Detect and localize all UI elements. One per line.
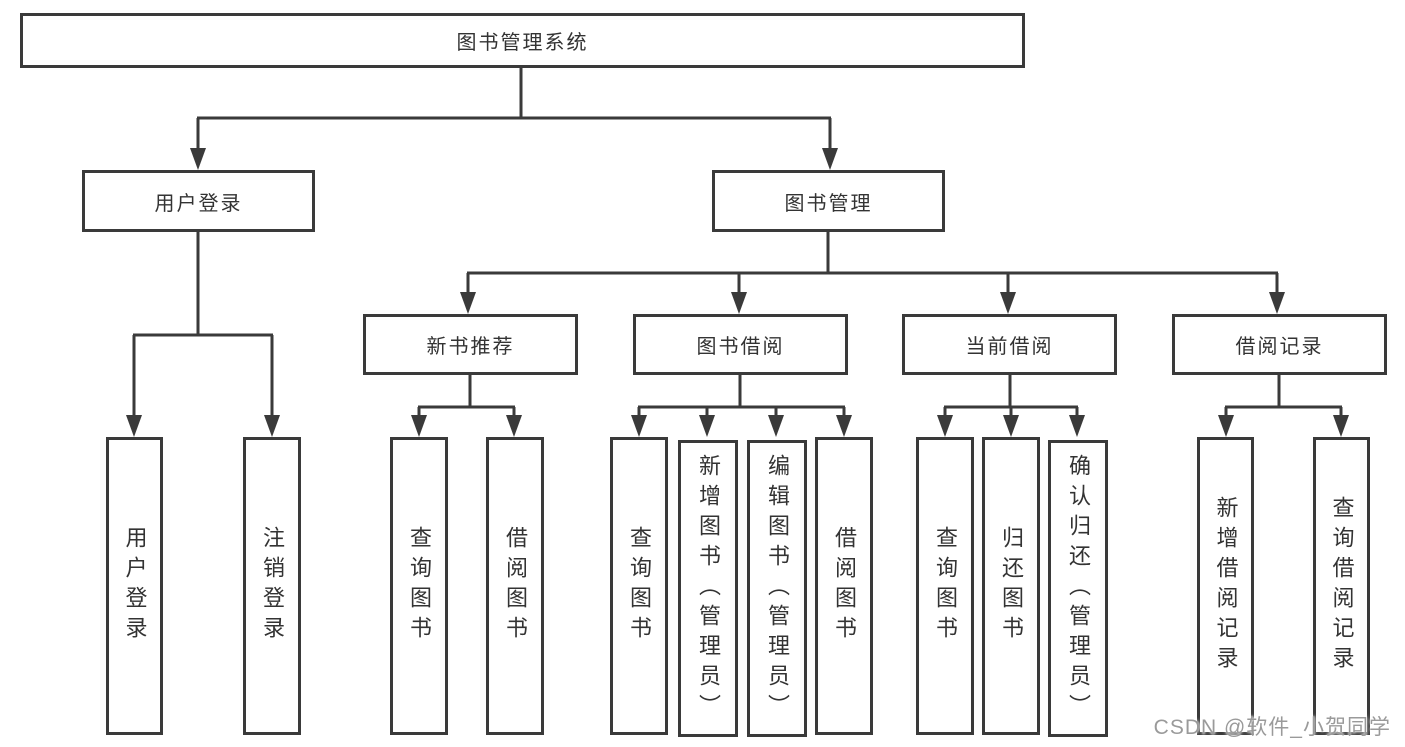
node-label: 编辑图书（管理员） bbox=[765, 453, 790, 724]
arrowhead-icon bbox=[1269, 292, 1285, 314]
node-label: 查询图书 bbox=[627, 526, 652, 646]
arrowhead-icon bbox=[1218, 415, 1234, 437]
node-label: 图书管理 bbox=[784, 192, 873, 215]
leaf-query-books-3: 查询图书 bbox=[916, 437, 974, 735]
node-label: 查询图书 bbox=[933, 526, 958, 646]
leaf-edit-books-admin: 编辑图书（管理员） bbox=[747, 440, 807, 737]
arrowhead-icon bbox=[411, 415, 427, 437]
arrowhead-icon bbox=[1333, 415, 1349, 437]
node-label: 用户登录 bbox=[122, 526, 148, 646]
node-label: 新增图书（管理员） bbox=[696, 453, 721, 724]
node-book-management: 图书管理 bbox=[712, 170, 945, 232]
arrowhead-icon bbox=[1000, 292, 1016, 314]
leaf-borrow-books-2: 借阅图书 bbox=[815, 437, 873, 735]
arrowhead-icon bbox=[631, 415, 647, 437]
node-new-book-recommendation: 新书推荐 bbox=[363, 314, 578, 375]
node-label: 借阅记录 bbox=[1235, 336, 1324, 358]
node-label: 归还图书 bbox=[999, 526, 1024, 646]
node-label: 新书推荐 bbox=[426, 336, 515, 358]
arrowhead-icon bbox=[264, 415, 280, 437]
arrowhead-icon bbox=[768, 415, 784, 437]
leaf-user-login: 用户登录 bbox=[106, 437, 163, 735]
csdn-watermark: CSDN @软件_小贺同学 bbox=[1153, 716, 1391, 739]
node-label: 借阅图书 bbox=[832, 526, 857, 646]
arrowhead-icon bbox=[937, 415, 953, 437]
node-current-borrowing: 当前借阅 bbox=[902, 314, 1117, 375]
arrowhead-icon bbox=[731, 292, 747, 314]
arrowhead-icon bbox=[699, 415, 715, 437]
arrowhead-icon bbox=[460, 292, 476, 314]
node-label: 图书管理系统 bbox=[456, 32, 589, 54]
node-label: 用户登录 bbox=[154, 192, 243, 215]
node-label: 当前借阅 bbox=[965, 336, 1054, 358]
arrowhead-icon bbox=[836, 415, 852, 437]
node-borrowing-records: 借阅记录 bbox=[1172, 314, 1387, 375]
arrowhead-icon bbox=[1003, 415, 1019, 437]
leaf-confirm-return-admin: 确认归还（管理员） bbox=[1048, 440, 1108, 737]
arrowhead-icon bbox=[506, 415, 522, 437]
leaf-query-borrow-record: 查询借阅记录 bbox=[1313, 437, 1370, 735]
arrowhead-icon bbox=[822, 148, 838, 170]
node-book-borrowing: 图书借阅 bbox=[633, 314, 848, 375]
node-label: 新增借阅记录 bbox=[1213, 496, 1239, 676]
leaf-query-books-2: 查询图书 bbox=[610, 437, 668, 735]
leaf-borrow-books-1: 借阅图书 bbox=[486, 437, 544, 735]
arrowhead-icon bbox=[1069, 415, 1085, 437]
leaf-return-books: 归还图书 bbox=[982, 437, 1040, 735]
leaf-query-books-1: 查询图书 bbox=[390, 437, 448, 735]
leaf-add-books-admin: 新增图书（管理员） bbox=[678, 440, 738, 737]
arrowhead-icon bbox=[190, 148, 206, 170]
leaf-logout: 注销登录 bbox=[243, 437, 301, 735]
arrowhead-icon bbox=[126, 415, 142, 437]
node-label: 查询借阅记录 bbox=[1329, 496, 1355, 676]
leaf-add-borrow-record: 新增借阅记录 bbox=[1197, 437, 1254, 735]
node-label: 注销登录 bbox=[260, 526, 285, 646]
node-library-management-system: 图书管理系统 bbox=[20, 13, 1025, 68]
node-label: 确认归还（管理员） bbox=[1066, 453, 1091, 724]
node-label: 图书借阅 bbox=[696, 336, 785, 358]
node-label: 借阅图书 bbox=[503, 526, 528, 646]
node-label: 查询图书 bbox=[407, 526, 432, 646]
node-user-login: 用户登录 bbox=[82, 170, 315, 232]
